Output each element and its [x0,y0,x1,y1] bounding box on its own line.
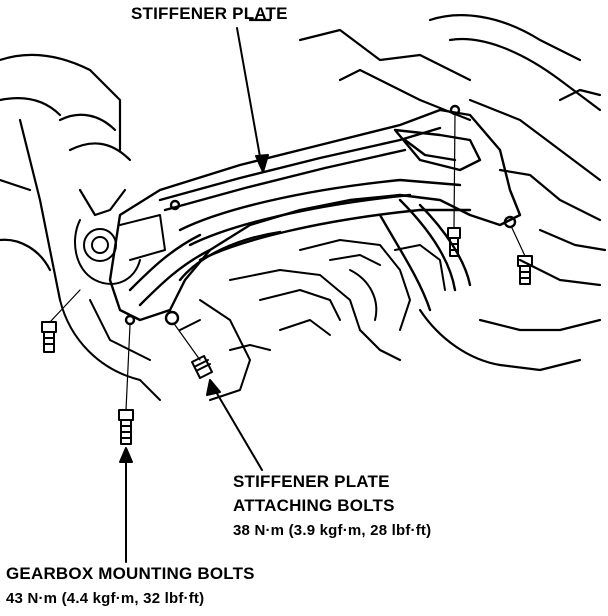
gearbox-bolts-torque: 43 N·m (4.4 kgf·m, 32 lbf·ft) [6,590,205,607]
gearbox-bolts-arrowhead [119,447,133,463]
bolt-icons [41,227,533,445]
stiffener-plate-arrowhead [255,154,269,173]
attaching-bolts-arrowhead [206,379,221,396]
gearbox-housing [59,214,446,401]
bolt-alignment-lines [49,114,526,411]
bolt-left-icon [41,321,57,353]
bolt-right-upper-icon [447,227,461,257]
attaching-bolts-label-line2: ATTACHING BOLTS [233,496,395,515]
gearbox-bolts-label: GEARBOX MOUNTING BOLTS [6,564,255,583]
leader-arrows [119,27,269,563]
attaching-bolts-leader [211,384,263,471]
bolt-attaching-icon [191,355,213,379]
stiffener-plate-leader [236,27,263,169]
bolt-gearbox-icon [118,409,134,445]
vehicle-frame-outlines [0,14,607,372]
attaching-bolts-label-line1: STIFFENER PLATE [233,472,390,491]
attaching-bolts-torque: 38 N·m (3.9 kgf·m, 28 lbf·ft) [233,522,432,539]
stiffener-plate-shape [108,104,522,326]
stiffener-plate-label: STIFFENER PLATE [131,4,288,23]
